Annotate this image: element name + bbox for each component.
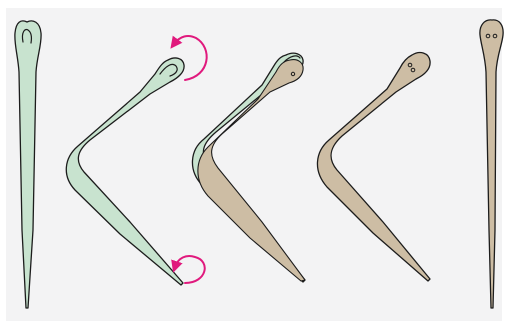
transformation-diagram <box>0 0 507 327</box>
diagram-canvas <box>0 0 507 327</box>
